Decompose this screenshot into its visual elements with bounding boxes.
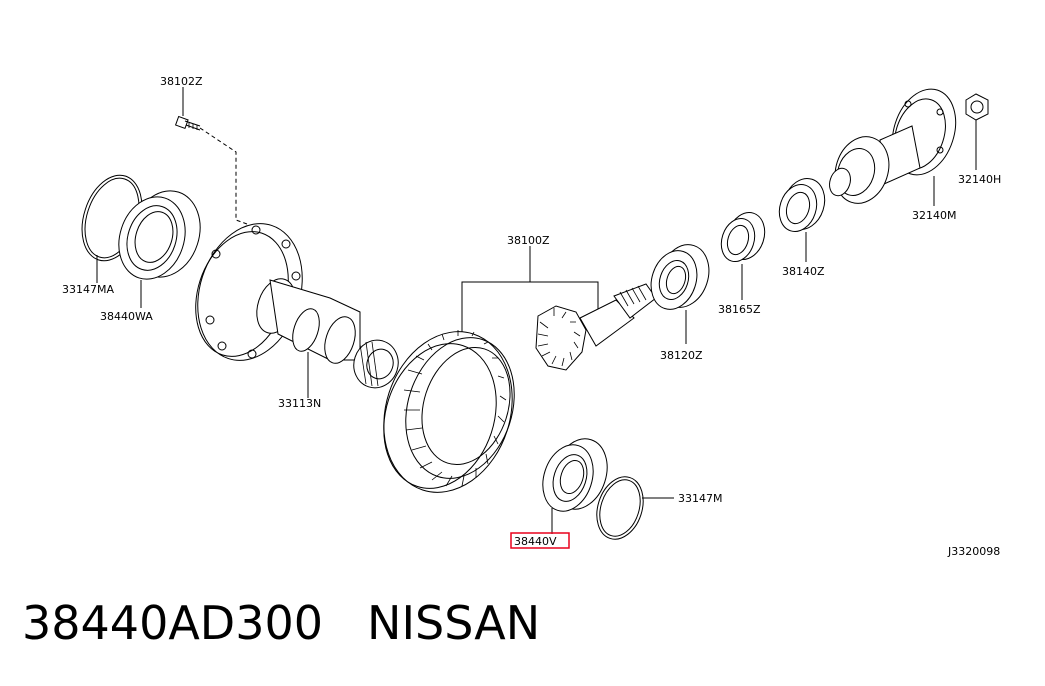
callout-38140z: 38140Z [782,265,825,278]
part-number: 38440AD300 [22,596,324,650]
gear-set-bracket-38100z [461,246,599,340]
pinion-gear [535,283,657,371]
callout-32140h: 32140H [958,173,1001,186]
highlight-box-38440v [510,532,570,549]
bearing-38440v [542,438,608,534]
callout-38440wa: 38440WA [100,310,153,323]
bearing-38440wa [118,190,201,308]
bolt-38102z [174,87,248,225]
callout-38100z: 38100Z [507,234,550,247]
callout-32140m: 32140M [912,209,956,222]
callout-33113n: 33113N [278,397,321,410]
callout-33147ma: 33147MA [62,283,114,296]
spacer-38165z [720,212,766,300]
caption: 38440AD300 NISSAN [22,596,540,650]
callout-38165z: 38165Z [718,303,761,316]
exploded-parts-diagram: 38102Z 33147MA 38440WA 33113N 38100Z 381… [62,75,1001,558]
ring-gear [383,330,515,493]
callout-38440v: 38440V [514,535,557,548]
differential-case-33113n [195,223,399,398]
nut-32140h [965,93,989,170]
callout-38102z: 38102Z [160,75,203,88]
callout-38120z: 38120Z [660,349,703,362]
callout-33147m: 33147M [678,492,722,505]
snap-ring-33147m [596,476,674,540]
brand-name: NISSAN [367,596,541,650]
oil-seal-38140z [778,178,826,262]
drawing-code: J3320098 [947,545,1000,558]
bearing-38120z [650,244,710,344]
companion-flange-32140m [829,88,957,206]
